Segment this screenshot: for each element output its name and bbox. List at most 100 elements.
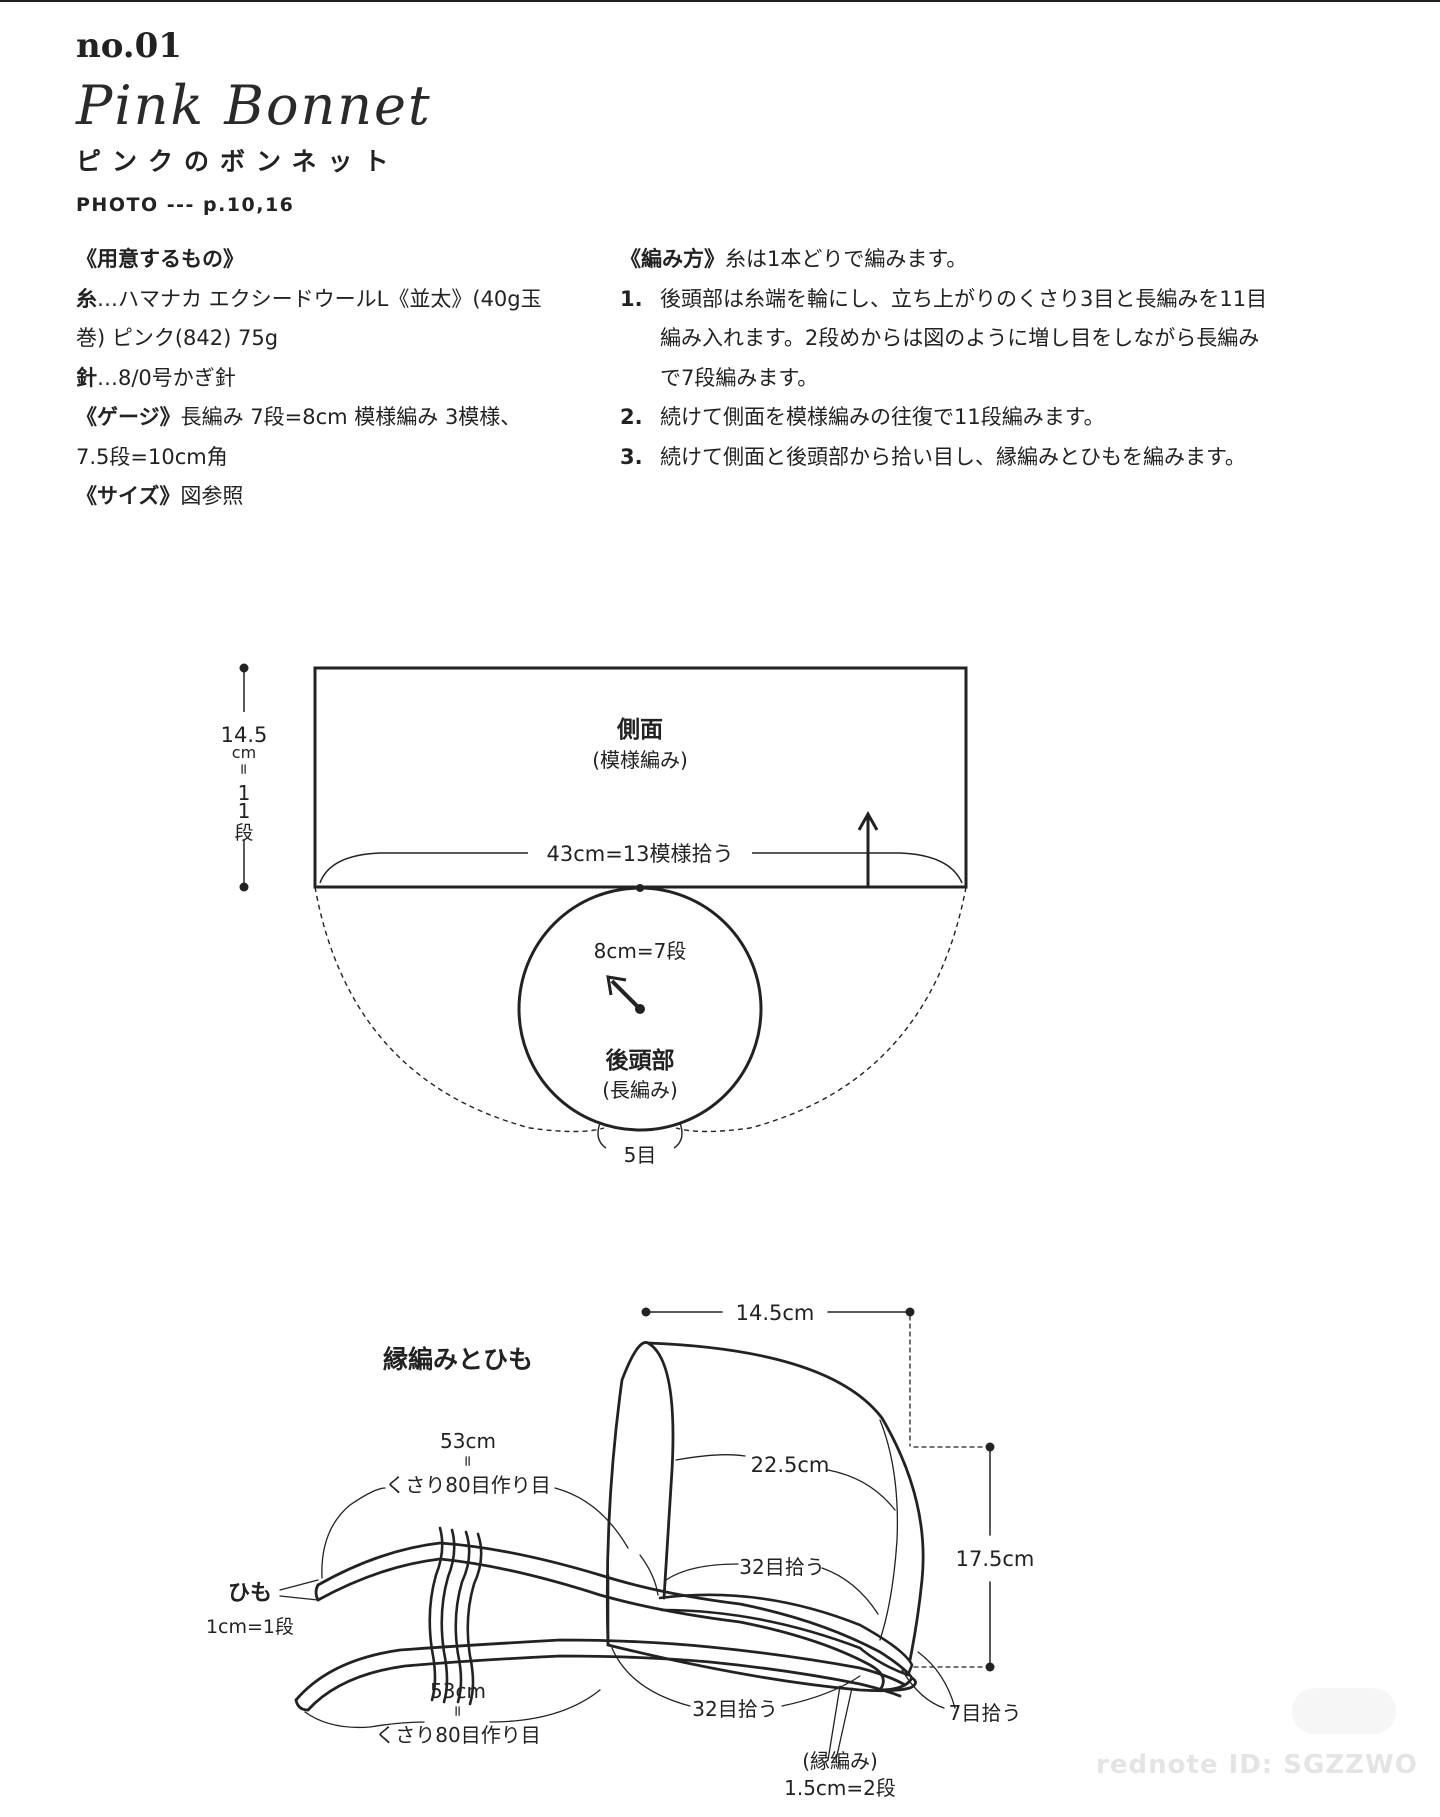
- side-title: 側面: [616, 717, 663, 743]
- break-mark-left: [428, 1526, 444, 1702]
- height-unit: cm: [232, 743, 256, 762]
- bonnet-3d-diagram: [279, 1307, 995, 1761]
- step-1-number: 1.: [620, 286, 643, 311]
- gap-arc-right: [673, 1122, 683, 1149]
- crown-seam: [879, 1419, 899, 1641]
- back-flap-outline: [658, 1593, 914, 1677]
- radius-arrow: [610, 979, 642, 1011]
- bonnet-flat-labels: 側面 (模様編み) 14.5 cm = 1 1 段 43cm=13模様拾う 8c…: [221, 717, 734, 1167]
- step-2-number: 2.: [620, 405, 643, 429]
- height-value: 14.5: [221, 723, 268, 747]
- watermark-text: rednote ID: SGZZWO: [1096, 1750, 1418, 1780]
- upper-tie-end: [314, 1583, 320, 1602]
- tie-top-length: 53cm: [440, 1429, 496, 1453]
- edging-rows-label: 1.5cm=2段: [784, 1776, 896, 1800]
- leader-tie-top-2: [554, 1487, 629, 1549]
- photo-reference: PHOTO --- p.10,16: [76, 194, 295, 216]
- edging-diagram-title: 縁編みとひも: [383, 1345, 533, 1374]
- lower-edging-outer: [294, 1638, 907, 1702]
- topwidth-dot-left: [641, 1307, 651, 1317]
- gauge-label: 《ゲージ》: [76, 405, 181, 429]
- top-rule: [0, 0, 1440, 2]
- width-label: 43cm=13模様拾う: [546, 842, 733, 866]
- lower-edging-inner: [306, 1654, 902, 1712]
- height-rows-digit-1: 1: [238, 781, 251, 805]
- height2-label: 17.5cm: [956, 1547, 1035, 1571]
- bonnet-flat-diagram: [239, 663, 968, 1149]
- tie-bottom-length: 53cm: [430, 1679, 486, 1703]
- bonnet-3d-labels: 縁編みとひも 14.5cm 22.5cm 17.5cm 32目拾う 32目拾う …: [206, 1301, 1034, 1800]
- leader-tie-bottom-2: [489, 1689, 601, 1723]
- yarn-text-1: …ハマナカ エクシードウールL《並太》(40g玉: [97, 286, 542, 311]
- leader-pick-back-2: [917, 1651, 956, 1709]
- lower-tie-end: [294, 1698, 310, 1712]
- side-subtitle: (模様編み): [592, 748, 688, 772]
- step-1-text: 後頭部は糸端を輪にし、立ち上がりのくさり3目と長編みを11目編み入れます。2段め…: [660, 286, 1268, 390]
- topwidth-dot-right: [905, 1307, 915, 1317]
- circle-top-dot: [636, 884, 644, 892]
- radius-arrow-head: [606, 975, 627, 996]
- side-length-label: 22.5cm: [751, 1453, 830, 1477]
- pick-back-label: 7目拾う: [949, 1701, 1022, 1725]
- gap-arc-left: [597, 1122, 607, 1149]
- upper-edging-outer: [316, 1541, 914, 1692]
- circle-rows-label: 8cm=7段: [594, 939, 687, 963]
- yarn-text-2: 巻) ピンク(842) 75g: [76, 326, 279, 350]
- needle-label: 針: [76, 365, 97, 390]
- instructions-heading: 《編み方》: [620, 247, 725, 271]
- height-rows-digit-2: 1: [238, 799, 251, 823]
- step-1: 1. 後頭部は糸端を輪にし、立ち上がりのくさり3目と長編みを11目編み入れます。2…: [620, 280, 1270, 399]
- leader-pick-upper: [665, 1563, 739, 1581]
- break-mark-right-2: [466, 1532, 483, 1706]
- height-dot-top: [239, 663, 249, 673]
- width-line-left: [319, 852, 528, 884]
- needle-text: …8/0号かぎ針: [97, 365, 236, 390]
- leader-pick-upper-3: [639, 1554, 659, 1596]
- size-label: 《サイズ》: [76, 484, 181, 508]
- tie-label: ひも: [228, 1581, 272, 1606]
- height-rows-unit: 段: [234, 822, 253, 844]
- pick-lower-label: 32目拾う: [692, 1697, 777, 1721]
- watermark-logo: [1292, 1688, 1396, 1734]
- crown-top-curve: [646, 1341, 925, 1662]
- leader-tie-label-1: [279, 1579, 319, 1591]
- leader-side-length: [675, 1454, 746, 1461]
- step-3-text: 続けて側面と後頭部から拾い目し、縁編みとひもを編みます。: [660, 444, 1246, 469]
- pattern-number: no.01: [76, 26, 182, 66]
- step-2: 2. 続けて側面を模様編みの往復で11段編みます。: [620, 398, 1270, 438]
- leader-tie-top-1: [321, 1487, 386, 1579]
- height-dot-bottom: [239, 882, 249, 892]
- width-line-right: [752, 852, 963, 884]
- direction-arrow-head: [857, 810, 879, 831]
- leader-pick-lower-2: [781, 1675, 861, 1707]
- top-width-label: 14.5cm: [736, 1301, 815, 1325]
- leader-edge-1: [827, 1685, 841, 1761]
- back-subtitle: (長編み): [602, 1078, 678, 1102]
- leader-pick-upper-2: [821, 1567, 879, 1615]
- step-3: 3.続けて側面と後頭部から拾い目し、縁編みとひもを編みます。: [620, 438, 1270, 478]
- tie-bottom-chain: くさり80目作り目: [375, 1723, 540, 1747]
- pick-upper-label: 32目拾う: [739, 1555, 824, 1579]
- edging-label: (縁編み): [802, 1749, 878, 1773]
- break-mark-left-2: [440, 1528, 456, 1704]
- leader-edge-2: [835, 1687, 853, 1761]
- step-2-text: 続けて側面を模様編みの往復で11段編みます。: [660, 405, 1105, 429]
- gap-label: 5目: [624, 1143, 657, 1167]
- leader-tie-label-2: [279, 1595, 319, 1601]
- instructions-section: 《編み方》糸は1本どりで編みます。 1.後頭部は糸端を輪にし、立ち上がりのくさり…: [620, 240, 1270, 477]
- break-mark-right: [454, 1530, 471, 1704]
- japanese-title: ピンクのボンネット: [76, 147, 400, 176]
- upper-edging-inner: [316, 1557, 885, 1692]
- size-text: 図参照: [180, 484, 244, 508]
- leader-side-length-2: [827, 1469, 896, 1511]
- materials-section: 《用意するもの》 糸…ハマナカ エクシードウールL《並太》(40g玉 巻) ピン…: [76, 240, 576, 517]
- tie-rows-label: 1cm=1段: [206, 1616, 294, 1638]
- gauge-text-2: 7.5段=10cm角: [76, 444, 228, 469]
- height2-dot-top: [985, 1442, 995, 1452]
- yarn-label: 糸: [76, 286, 97, 311]
- script-title: Pink Bonnet: [76, 74, 432, 137]
- leader-pick-back: [901, 1669, 945, 1709]
- leader-tie-bottom-1: [304, 1711, 425, 1729]
- tie-top-chain: くさり80目作り目: [385, 1473, 550, 1497]
